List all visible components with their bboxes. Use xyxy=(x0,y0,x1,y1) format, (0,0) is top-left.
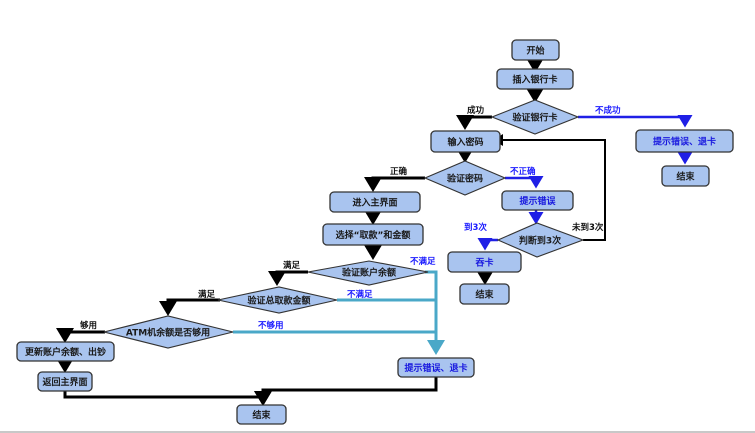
node-check-3-times[interactable]: 判断到3次 xyxy=(496,222,585,258)
label-total-ok: 满足 xyxy=(198,289,216,300)
label-cash-ok: 够用 xyxy=(79,320,97,331)
error-flow-connectors xyxy=(477,115,693,251)
label-fail: 不成功 xyxy=(595,105,621,116)
node-swallow-card[interactable]: 吞卡 xyxy=(447,251,522,273)
node-verify-card[interactable]: 验证银行卡 xyxy=(490,99,580,135)
node-error-eject[interactable]: 提示错误、退卡 xyxy=(397,357,475,378)
node-end-swallow-label: 结束 xyxy=(475,289,494,301)
node-end-swallow[interactable]: 结束 xyxy=(459,283,510,305)
node-verify-balance-label: 验证账户余额 xyxy=(342,267,396,279)
bottom-divider xyxy=(0,431,755,433)
edge-return-end xyxy=(63,391,272,406)
node-verify-pin-label: 验证密码 xyxy=(447,173,483,185)
node-verify-total-label: 验证总取款金额 xyxy=(247,295,310,307)
node-select-withdraw-label: 选择“取款”和金额 xyxy=(336,229,411,241)
node-end-card-fail-label: 结束 xyxy=(676,171,695,183)
label-correct: 正确 xyxy=(390,166,408,177)
node-enter-pin[interactable]: 输入密码 xyxy=(430,130,501,153)
node-start[interactable]: 开始 xyxy=(511,39,560,61)
node-card-fail-error-label: 提示错误、退卡 xyxy=(653,136,716,148)
node-update-balance[interactable]: 更新账户余额、出钞 xyxy=(16,341,115,362)
node-update-balance-label: 更新账户余额、出钞 xyxy=(25,346,106,358)
edge-balance-fail xyxy=(425,270,445,355)
node-return-main-label: 返回主界面 xyxy=(42,376,87,388)
label-balance-fail: 不满足 xyxy=(410,256,436,267)
label-cash-fail: 不够用 xyxy=(258,320,284,331)
edge-retry-pin xyxy=(493,134,606,241)
node-select-withdraw[interactable]: 选择“取款”和金额 xyxy=(322,223,424,246)
node-end-card-fail[interactable]: 结束 xyxy=(661,165,710,187)
node-check-3-times-label: 判断到3次 xyxy=(519,235,561,247)
reject-flow-connectors xyxy=(233,270,445,355)
edge-cash-ok xyxy=(56,328,105,343)
edge-balance-ok xyxy=(268,270,308,286)
edge-eject-end xyxy=(254,377,438,406)
label-reached-3: 到3次 xyxy=(464,222,487,233)
node-main-menu[interactable]: 进入主界面 xyxy=(329,191,421,213)
node-end-final-label: 结束 xyxy=(252,409,271,421)
node-verify-card-label: 验证银行卡 xyxy=(512,112,557,124)
node-insert-card-label: 插入银行卡 xyxy=(512,74,557,86)
node-verify-balance[interactable]: 验证账户余额 xyxy=(307,260,429,286)
main-flow-connectors xyxy=(56,58,606,406)
edge-pin-incorrect xyxy=(505,176,544,189)
edge-reached-3 xyxy=(477,238,498,251)
edge-verify-fail xyxy=(578,115,693,128)
node-swallow-card-label: 吞卡 xyxy=(475,257,493,269)
node-enter-pin-label: 输入密码 xyxy=(447,136,483,148)
node-show-error[interactable]: 提示错误 xyxy=(501,190,574,211)
node-atm-cash[interactable]: ATM机余额是否够用 xyxy=(103,315,234,349)
edge-total-ok xyxy=(159,298,220,316)
node-end-final[interactable]: 结束 xyxy=(236,404,287,425)
node-insert-card[interactable]: 插入银行卡 xyxy=(496,68,574,90)
label-success: 成功 xyxy=(467,105,485,116)
label-balance-ok: 满足 xyxy=(283,260,301,271)
label-incorrect: 不正确 xyxy=(510,166,536,177)
node-atm-cash-label: ATM机余额是否够用 xyxy=(126,327,210,339)
node-start-label: 开始 xyxy=(526,45,544,57)
label-total-fail: 不满足 xyxy=(347,289,373,300)
node-main-menu-label: 进入主界面 xyxy=(352,197,397,209)
node-verify-total[interactable]: 验证总取款金额 xyxy=(217,286,338,314)
label-not-reached-3: 未到3次 xyxy=(571,222,604,233)
edge-verify-success xyxy=(456,115,492,130)
node-return-main[interactable]: 返回主界面 xyxy=(37,371,93,392)
node-error-eject-label: 提示错误、退卡 xyxy=(404,362,467,374)
node-verify-pin[interactable]: 验证密码 xyxy=(423,160,507,196)
node-show-error-label: 提示错误 xyxy=(519,195,556,207)
edge-pin-correct xyxy=(364,176,425,192)
node-card-fail-error[interactable]: 提示错误、退卡 xyxy=(635,129,734,153)
